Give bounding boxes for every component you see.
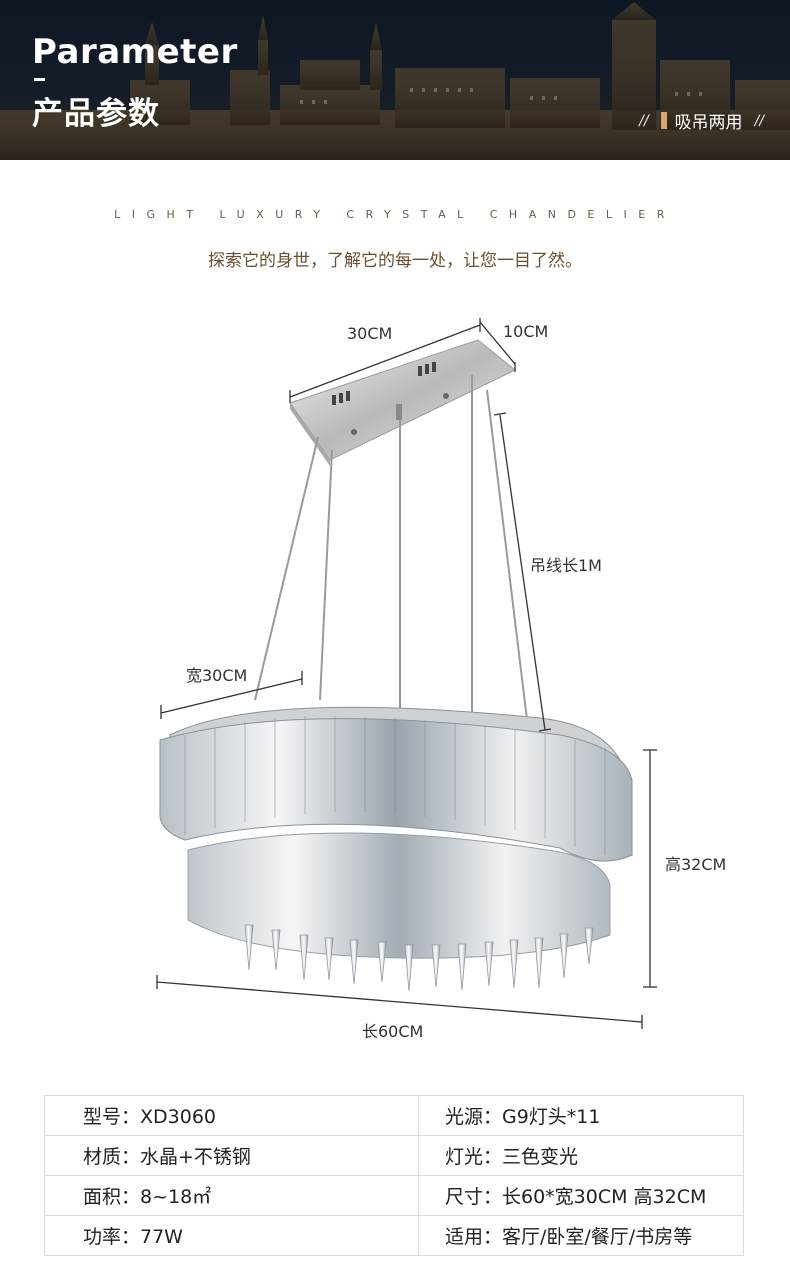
suspension-wires — [254, 375, 529, 729]
dim-body-width: 宽30CM — [186, 666, 248, 685]
upper-crystal-band — [159, 718, 633, 862]
crystal-drops — [244, 924, 594, 992]
page-title-cn: 产品参数 — [32, 96, 160, 132]
chandelier-illustration — [156, 318, 657, 1029]
spec-material: 材质：水晶+不锈钢 — [44, 1135, 419, 1176]
spec-light-source: 光源：G9灯头*11 — [418, 1095, 744, 1136]
spec-usage: 适用：客厅/卧室/餐厅/书房等 — [418, 1215, 744, 1256]
tag-accent-bar — [660, 112, 667, 129]
dim-body-length: 长60CM — [362, 1022, 424, 1041]
dim-body-height: 高32CM — [665, 855, 727, 874]
spec-size: 尺寸：长60*宽30CM 高32CM — [418, 1175, 744, 1216]
spec-power: 功率：77W — [83, 1226, 183, 1248]
dim-canopy-width: 10CM — [503, 322, 549, 341]
spec-light-color: 灯光：三色变光 — [418, 1135, 744, 1176]
table-row: 材质：水晶+不锈钢 灯光：三色变光 — [44, 1135, 744, 1176]
city-skyline-background — [0, 0, 790, 160]
canopy — [289, 339, 516, 466]
tag-label: 吸吊两用 — [674, 113, 743, 133]
table-row: 型号：XD3060 光源：G9灯头*11 — [44, 1095, 744, 1136]
spec-model: 型号：XD3060 — [44, 1095, 419, 1136]
subtitle-cn: 探索它的身世，了解它的每一处，让您一目了然。 — [208, 251, 582, 271]
dim-canopy-length: 30CM — [347, 324, 393, 343]
dim-wire-length: 吊线长1M — [530, 556, 602, 575]
dimension-lines — [156, 318, 657, 1029]
tag-slash-left: // — [639, 112, 649, 129]
spec-table: 型号：XD3060 光源：G9灯头*11 材质：水晶+不锈钢 灯光：三色变光 面… — [44, 1095, 744, 1256]
title-divider — [34, 78, 45, 81]
spec-area: 面积：8~18㎡ — [44, 1175, 419, 1216]
page-title-en: Parameter — [32, 32, 238, 72]
table-row: 面积：8~18㎡ 尺寸：长60*宽30CM 高32CM — [44, 1175, 744, 1216]
table-row: 功率：77W 适用：客厅/卧室/餐厅/书房等 — [45, 1215, 744, 1256]
tag-slash-right: // — [754, 112, 764, 129]
usage-tag: // 吸吊两用 // — [639, 108, 764, 133]
header-banner: Parameter 产品参数 // 吸吊两用 // — [0, 0, 790, 160]
subtitle-en: LIGHT LUXURY CRYSTAL CHANDELIER — [114, 208, 676, 221]
